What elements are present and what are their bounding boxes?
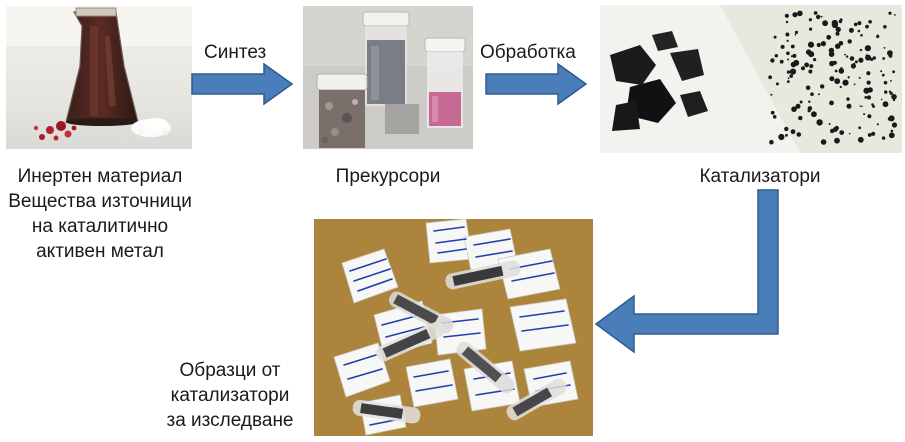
catalysts-label: Катализатори (699, 166, 821, 187)
samples-line-2: катализатори (170, 385, 290, 406)
arrow-processing (484, 62, 588, 106)
inert-line-1: Инертен материал (17, 166, 183, 187)
inert-material-label: Инертен материал Вещества източници на к… (0, 164, 200, 264)
inert-line-2: Вещества източници (8, 191, 192, 212)
precursors-label: Прекурсори (335, 166, 441, 187)
arrow-processing-label: Обработка (480, 42, 576, 63)
samples-line-1: Образци от (179, 360, 281, 381)
photo-catalysts (600, 5, 902, 153)
photo-inert-material (6, 6, 192, 149)
arrow-synthesis (190, 62, 294, 106)
arrow-to-samples (594, 188, 786, 358)
inert-line-4: активен метал (36, 241, 164, 262)
photo-precursors (303, 6, 473, 149)
samples-line-3: за изследване (166, 410, 294, 431)
inert-line-3: на каталитично (31, 216, 169, 237)
photo-samples (314, 219, 593, 436)
samples-label: Образци от катализатори за изследване (150, 358, 310, 433)
arrow-synthesis-label: Синтез (204, 42, 267, 63)
